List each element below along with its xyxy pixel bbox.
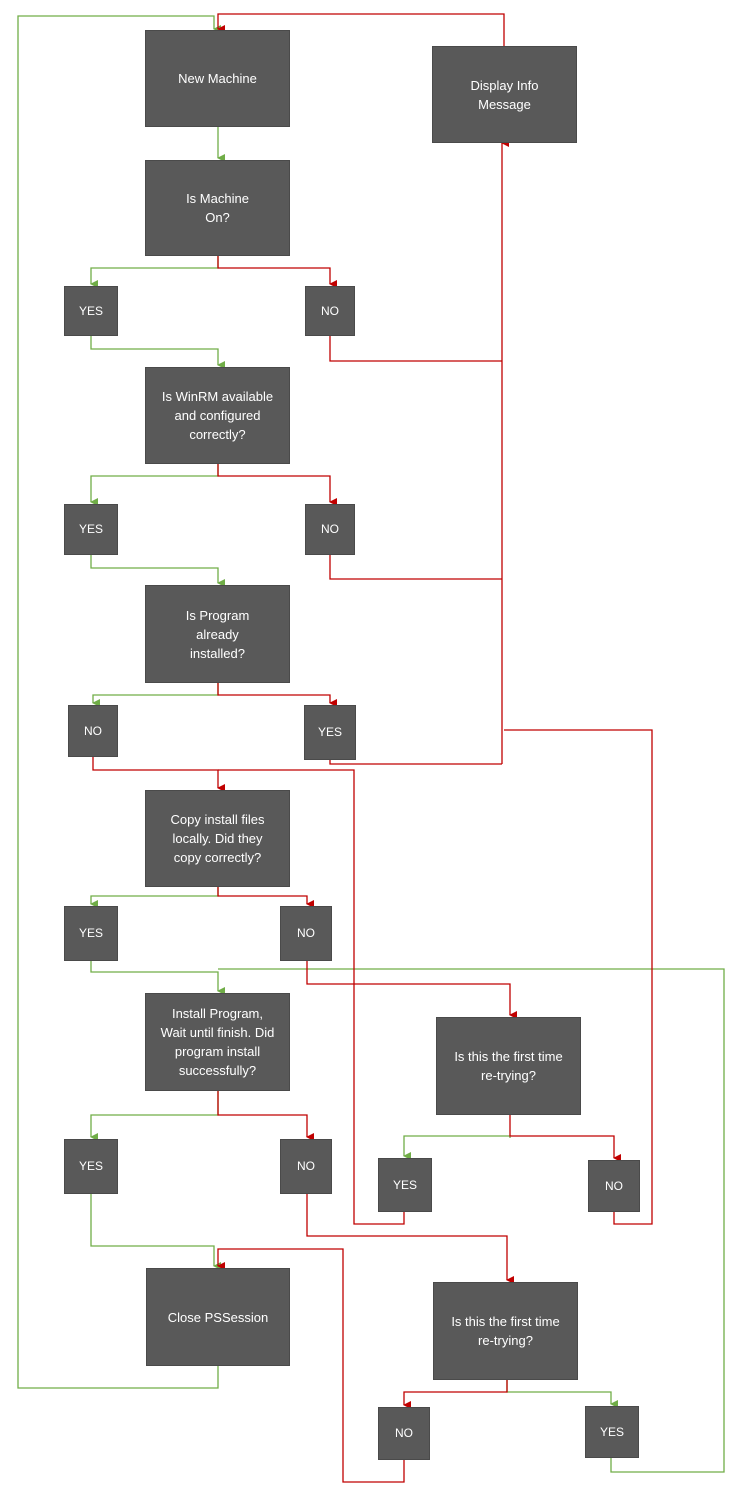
retry-install-first-time-node: Is this the first time re-trying? xyxy=(433,1282,578,1380)
edge-installed-yes-to-display xyxy=(329,760,502,765)
edge-install-no xyxy=(217,1091,314,1141)
edge-retry-copy-yes xyxy=(403,1135,511,1160)
copy-yes-node: YES xyxy=(64,906,118,961)
edge-copy-no-to-retry xyxy=(306,961,517,1019)
edge-retry-install-yes-to-install xyxy=(218,968,725,1473)
winrm-no-node: NO xyxy=(305,504,355,555)
installed-no-node: NO xyxy=(68,705,118,757)
edge-winrm-yes xyxy=(90,464,219,506)
edge-installed-no xyxy=(92,683,219,707)
edge-copy-no xyxy=(217,887,314,908)
edge-retry-copy-no xyxy=(509,1115,621,1162)
install-no-node: NO xyxy=(280,1139,332,1194)
new-machine-node: New Machine xyxy=(145,30,290,127)
winrm-yes-node: YES xyxy=(64,504,118,555)
is-machine-on-node: Is Machine On? xyxy=(145,160,290,256)
edge-retry-copy-yes-to-copy xyxy=(218,769,405,1225)
edge-display-info-back-to-new-machine xyxy=(217,13,505,46)
install-yes-node: YES xyxy=(64,1139,118,1194)
edge-machine-on-yes-to-winrm xyxy=(90,336,225,369)
edge-winrm-yes-to-installed xyxy=(90,555,225,587)
installed-yes-node: YES xyxy=(304,705,356,760)
retry-copy-yes-node: YES xyxy=(378,1158,432,1212)
edge-winrm-no-to-display xyxy=(329,555,502,580)
retry-copy-no-node: NO xyxy=(588,1160,640,1212)
edge-machine-on-no-to-display xyxy=(329,336,502,362)
copy-no-node: NO xyxy=(280,906,332,961)
install-program-node: Install Program, Wait until finish. Did … xyxy=(145,993,290,1091)
edge-install-yes xyxy=(90,1091,219,1141)
is-program-installed-node: Is Program already installed? xyxy=(145,585,290,683)
machine-on-no-node: NO xyxy=(305,286,355,336)
edge-installed-yes xyxy=(217,683,337,707)
copy-install-files-node: Copy install files locally. Did they cop… xyxy=(145,790,290,887)
edge-machine-on-yes xyxy=(90,256,219,288)
retry-copy-first-time-node: Is this the first time re-trying? xyxy=(436,1017,581,1115)
edge-copy-yes-to-install xyxy=(90,961,225,995)
edge-retry-install-no xyxy=(403,1380,508,1409)
is-winrm-configured-node: Is WinRM available and configured correc… xyxy=(145,367,290,464)
display-info-message-node: Display Info Message xyxy=(432,46,577,143)
edge-copy-yes xyxy=(90,887,219,908)
edge-retry-install-yes xyxy=(506,1380,618,1408)
edge-install-yes-to-close xyxy=(90,1194,221,1270)
retry-install-no-node: NO xyxy=(378,1407,430,1460)
edge-winrm-no xyxy=(217,464,337,506)
edge-loop-back-to-new-machine xyxy=(17,15,221,1389)
edge-retry-copy-no-to-display xyxy=(504,729,653,1225)
edge-installed-no-to-copy xyxy=(92,757,225,792)
edge-machine-on-no xyxy=(217,256,337,288)
retry-install-yes-node: YES xyxy=(585,1406,639,1458)
edge-retry-install-no-to-close xyxy=(217,1248,405,1483)
edge-install-no-to-retry xyxy=(306,1194,514,1284)
close-pssession-node: Close PSSession xyxy=(146,1268,290,1366)
machine-on-yes-node: YES xyxy=(64,286,118,336)
